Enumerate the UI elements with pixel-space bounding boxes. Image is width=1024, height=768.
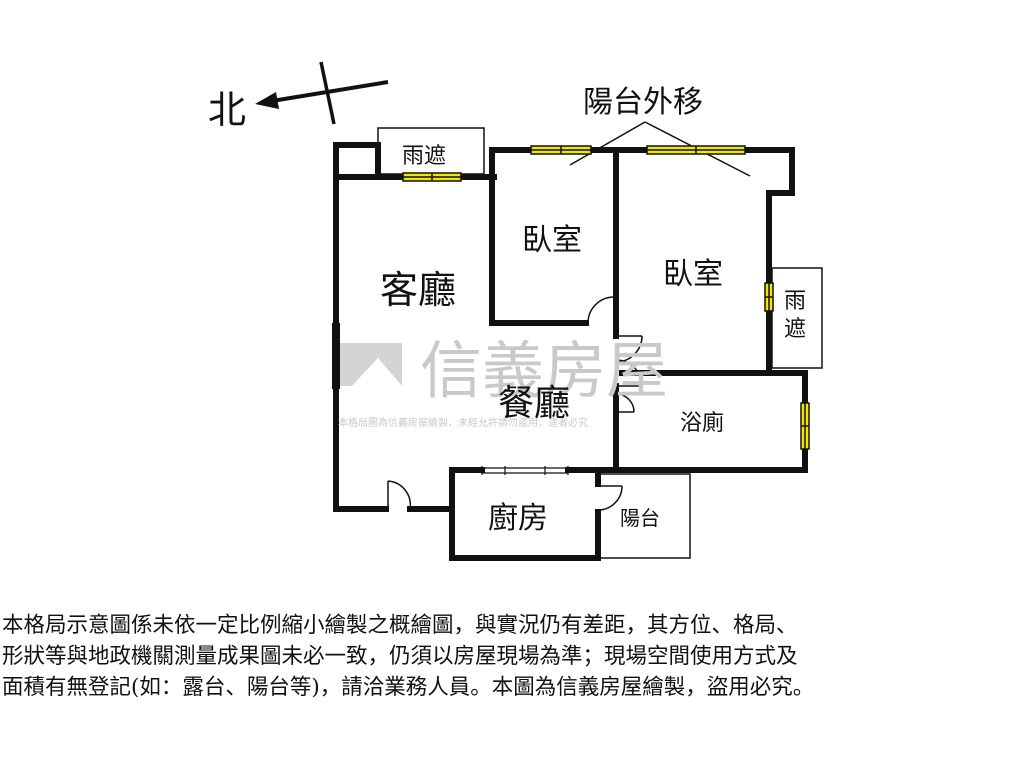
balcony-moved-annotation: 陽台外移 <box>569 85 751 177</box>
compass-cross-line <box>319 61 336 125</box>
disclaimer-line-3: 面積有無登記(如：露台、陽台等)，請洽業務人員。本圖為信義房屋繪製，盜用必究。 <box>2 675 815 700</box>
room-label-living-room: 客廳 <box>380 268 456 312</box>
compass: 北 <box>208 61 389 132</box>
door-bathroom <box>615 359 643 387</box>
room-label-canopy-right: 雨 遮 <box>784 289 813 342</box>
window-top-living <box>402 172 462 182</box>
compass-arrow-head-icon <box>255 92 279 109</box>
compass-arrow-shaft <box>271 80 389 103</box>
disclaimer-text: 本格局示意圖係未依一定比例縮小繪製之概繪圖，與實況仍有差距，其方位、格局、 形狀… <box>2 610 1022 703</box>
room-label-dining-room: 餐廳 <box>498 383 570 424</box>
compass-north-label: 北 <box>208 88 246 132</box>
annotation-leader-left <box>569 121 646 166</box>
disclaimer-line-1: 本格局示意圖係未依一定比例縮小繪製之概繪圖，與實況仍有差距，其方位、格局、 <box>2 613 798 638</box>
watermark-brand: 信義房屋 <box>420 334 668 407</box>
disclaimer-line-2: 形狀等與地政機關測量成果圖未必一致，仍須以房屋現場為準；現場空間使用方式及 <box>2 644 798 669</box>
watermark-logo-icon <box>340 343 402 386</box>
watermark: 信義房屋 本格局圖為信義房屋繪製，未經允許請勿盜用，違者必究 <box>338 334 668 429</box>
room-label-bedroom-2: 臥室 <box>663 257 723 292</box>
door-bathroom-inner <box>615 393 635 413</box>
room-label-balcony: 陽台 <box>620 506 660 530</box>
door-bedroom-2 <box>615 335 643 363</box>
window-bathroom <box>800 402 810 450</box>
door-entrance <box>387 480 412 510</box>
room-label-bedroom-1: 臥室 <box>522 223 582 258</box>
window-bedroom-2 <box>646 145 746 155</box>
floor-plan: 北 陽台外移 <box>208 61 823 561</box>
room-label-bathroom: 浴廁 <box>680 411 724 436</box>
door-kitchen-balcony <box>597 485 623 511</box>
watermark-notice: 本格局圖為信義房屋繪製，未經允許請勿盜用，違者必究 <box>338 416 588 429</box>
balcony-moved-label: 陽台外移 <box>583 85 703 120</box>
room-label-canopy-top: 雨遮 <box>402 144 446 169</box>
kitchen-sliding-door <box>481 466 569 475</box>
window-bedroom-2-right <box>764 282 774 312</box>
window-bedroom-1 <box>530 145 592 155</box>
left-wall-column <box>332 323 340 389</box>
door-bedroom-1 <box>587 296 615 324</box>
room-label-kitchen: 廚房 <box>488 501 548 536</box>
balcony-outline <box>598 473 691 559</box>
